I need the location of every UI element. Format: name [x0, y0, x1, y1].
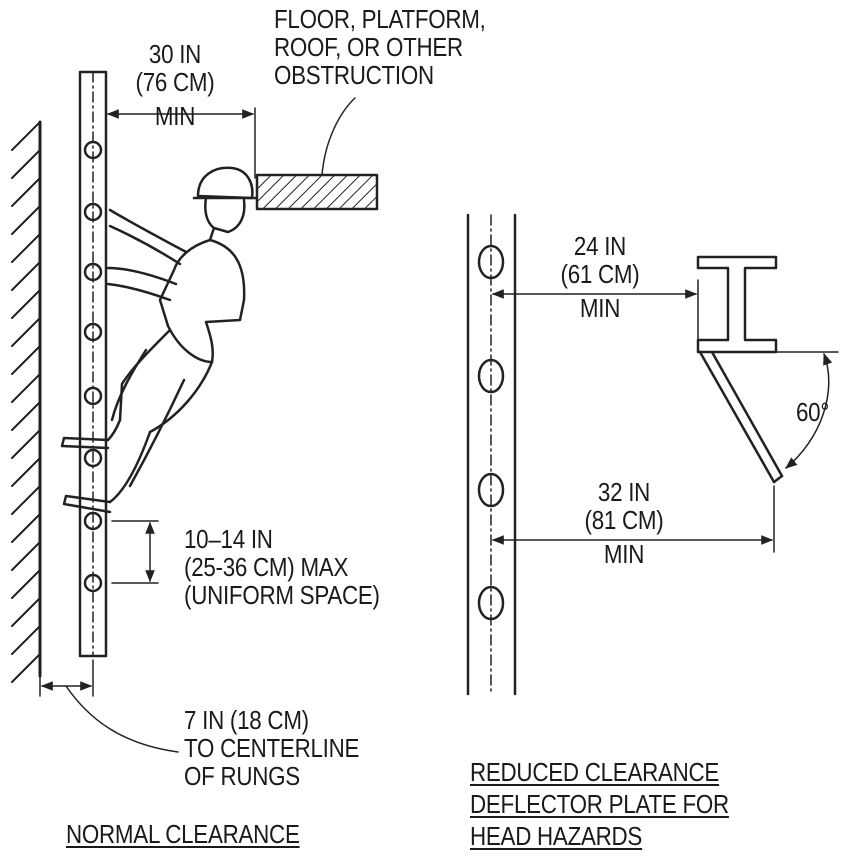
wall-distance-value: 7 IN (18 CM) — [184, 705, 309, 735]
obstruction-line2: ROOF, OR OTHER — [274, 32, 463, 62]
ladder-normal — [78, 70, 108, 658]
wall-distance-label: 7 IN (18 CM) TO CENTERLINE OF RUNGS — [184, 706, 359, 790]
beam-clearance-dimension — [491, 279, 699, 341]
obstruction-line3: OBSTRUCTION — [274, 60, 434, 90]
rung-spacing-cm: (25-36 CM) MAX — [184, 552, 349, 582]
climber-figure — [60, 166, 258, 514]
reduced-caption-line1: REDUCED CLEARANCE — [470, 757, 720, 787]
normal-clearance-caption: NORMAL CLEARANCE — [66, 819, 300, 849]
wall-distance-line3: OF RUNGS — [184, 761, 300, 791]
top-clearance-label: 30 IN (76 CM) MIN — [128, 40, 223, 130]
top-clearance-cm: (76 CM) — [135, 67, 215, 97]
top-clearance-min: MIN — [154, 101, 196, 131]
rung-spacing-dimension — [111, 520, 159, 584]
wall — [11, 120, 42, 683]
beam-clearance-min: MIN — [579, 293, 621, 323]
angle-indicator — [775, 351, 839, 469]
wall-distance-line2: TO CENTERLINE — [184, 733, 360, 763]
obstruction-label: FLOOR, PLATFORM, ROOF, OR OTHER OBSTRUCT… — [274, 5, 486, 89]
obstruction-block — [255, 97, 379, 211]
plate-clearance-label: 32 IN (81 CM) MIN — [581, 478, 667, 568]
deflector-plate — [698, 350, 784, 484]
reduced-caption-line2: DEFLECTOR PLATE FOR — [470, 789, 729, 819]
ladder-reduced — [466, 213, 517, 696]
plate-clearance-min: MIN — [603, 539, 645, 569]
top-clearance-in: 30 IN — [148, 39, 202, 69]
beam-clearance-label: 24 IN (61 CM) MIN — [557, 232, 643, 322]
reduced-caption-line3: HEAD HAZARDS — [470, 821, 643, 851]
obstruction-line1: FLOOR, PLATFORM, — [274, 4, 486, 34]
i-beam — [696, 255, 778, 354]
rung-spacing-in: 10–14 IN — [184, 524, 273, 554]
angle-label: 60° — [796, 397, 830, 427]
rung-spacing-label: 10–14 IN (25-36 CM) MAX (UNIFORM SPACE) — [184, 525, 380, 609]
rung-spacing-note: (UNIFORM SPACE) — [184, 580, 380, 610]
top-clearance-dimension — [106, 107, 256, 179]
beam-clearance-in: 24 IN — [573, 231, 627, 261]
beam-clearance-cm: (61 CM) — [560, 259, 640, 289]
plate-clearance-in: 32 IN — [597, 477, 651, 507]
wall-distance-dimension — [39, 659, 179, 753]
reduced-clearance-caption: REDUCED CLEARANCE DEFLECTOR PLATE FOR HE… — [470, 756, 729, 852]
plate-clearance-dimension — [491, 485, 775, 553]
plate-clearance-cm: (81 CM) — [584, 505, 664, 535]
